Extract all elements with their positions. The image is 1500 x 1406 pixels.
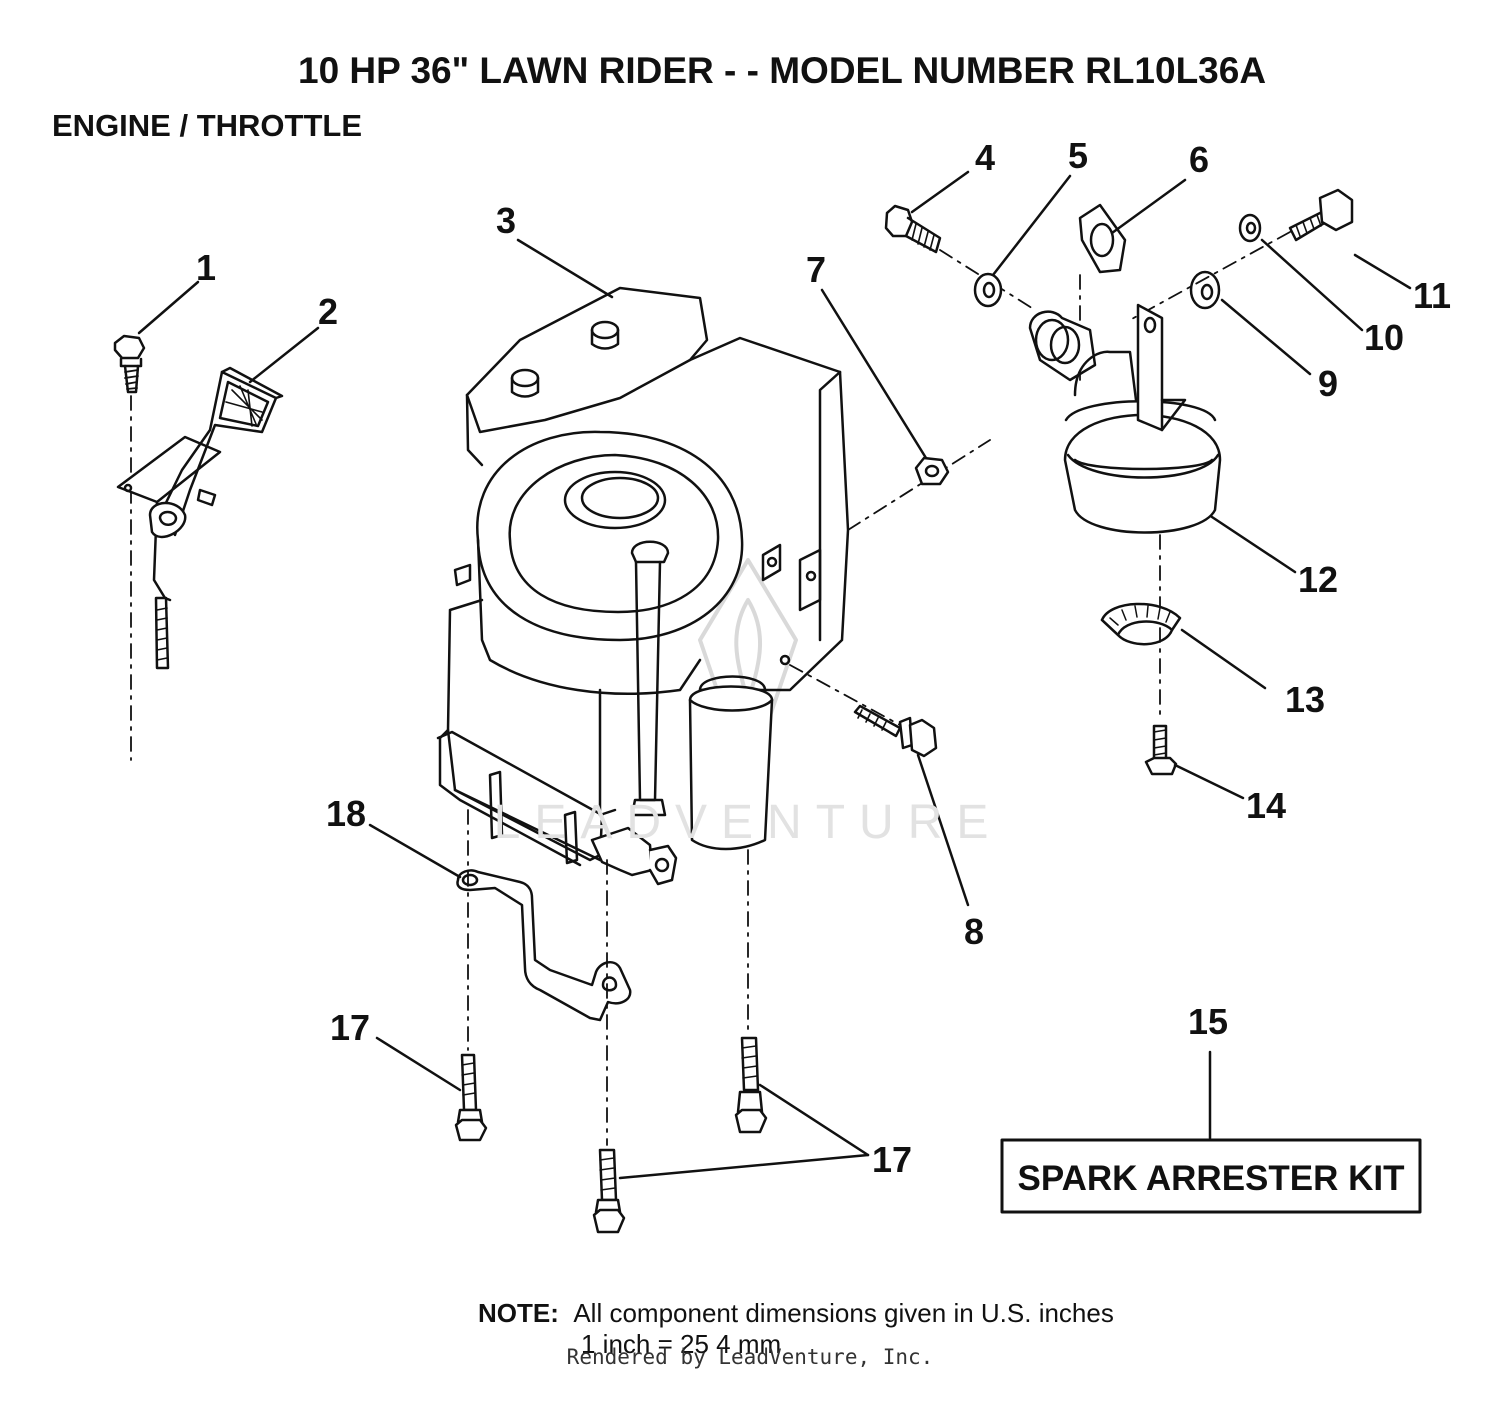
note-label: NOTE:: [478, 1298, 559, 1328]
spark-arrester-kit-box: [1000, 1138, 1422, 1214]
part-5-washer: [973, 272, 1003, 308]
callout-15: 15: [1188, 1001, 1228, 1042]
part-8-bolt: [853, 704, 938, 758]
dimension-note: NOTE: All component dimensions given in …: [478, 1298, 1114, 1360]
leader-lines: [137, 170, 1412, 1180]
part-4-bolt: [884, 204, 942, 254]
callout-14: 14: [1246, 785, 1286, 826]
part-10-washer: [1238, 213, 1262, 243]
callout-17-left: 17: [330, 1007, 370, 1048]
note-line-2: 1 inch = 25 4 mm: [581, 1329, 782, 1359]
callout-11: 11: [1413, 275, 1451, 316]
callout-18: 18: [326, 793, 366, 834]
callout-12: 12: [1298, 559, 1338, 600]
note-line-1: All component dimensions given in U.S. i…: [573, 1298, 1114, 1328]
part-12-muffler: [1028, 303, 1222, 534]
watermark-text: LEADVENTURE: [494, 796, 1003, 849]
part-17-bolt-left: [454, 1053, 488, 1142]
callout-1: 1: [196, 247, 216, 288]
callout-9: 9: [1318, 363, 1338, 404]
callout-5: 5: [1068, 135, 1088, 176]
diagram-title: 10 HP 36" LAWN RIDER - - MODEL NUMBER RL…: [298, 50, 1267, 91]
part-7-nut: [914, 456, 950, 486]
callout-3: 3: [496, 200, 516, 241]
part-17-bolt-right: [734, 1036, 768, 1134]
callout-6: 6: [1189, 139, 1209, 180]
render-credit: Rendered by LeadVenture, Inc.: [566, 1345, 934, 1369]
callout-10: 10: [1364, 317, 1404, 358]
part-6-gasket: [1078, 203, 1127, 274]
part-3-engine: [436, 286, 850, 886]
callout-8: 8: [964, 911, 984, 952]
part-9-washer: [1189, 270, 1221, 310]
part-2-throttle-control: [116, 366, 284, 670]
callout-4: 4: [975, 137, 995, 178]
part-14-bolt: [1144, 724, 1178, 776]
callout-17-right: 17: [872, 1139, 912, 1180]
part-18-bracket: [456, 869, 632, 1022]
part-1-bolt: [113, 334, 146, 394]
spark-arrester-kit-label: SPARK ARRESTER KIT: [1018, 1159, 1405, 1198]
callout-2: 2: [318, 291, 338, 332]
section-title: ENGINE / THROTTLE: [52, 108, 362, 143]
callout-13: 13: [1285, 679, 1325, 720]
part-13-screen: [1100, 602, 1182, 646]
part-17-bolt-middle: [592, 1148, 626, 1234]
part-11-bolt: [1288, 188, 1354, 242]
callout-7: 7: [806, 249, 826, 290]
